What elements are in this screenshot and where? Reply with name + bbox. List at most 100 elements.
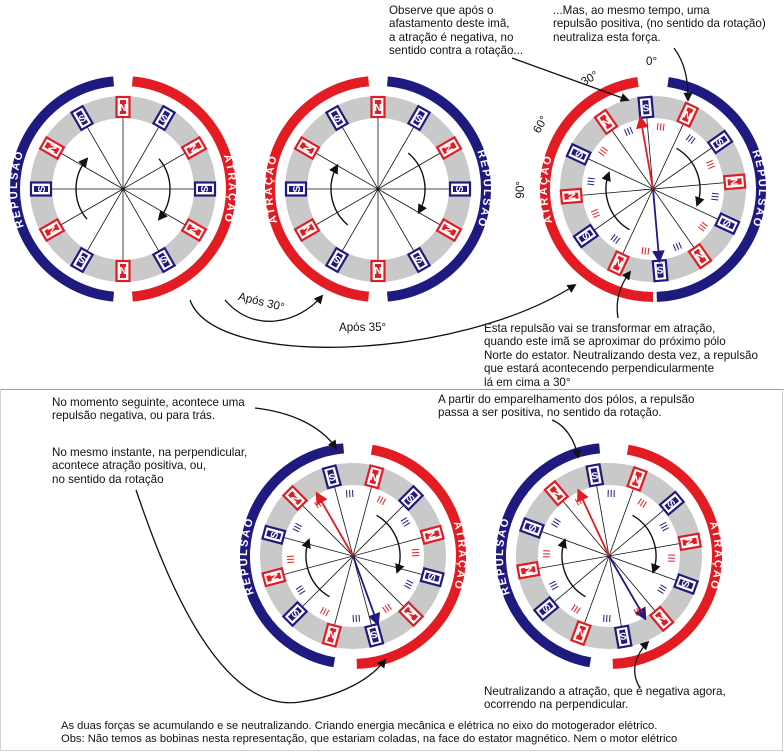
svg-text:ATRAÇÃO: ATRAÇÃO [451, 520, 468, 592]
south-magnet: S [281, 600, 309, 628]
rotation-arrow [75, 157, 89, 220]
north-magnet: N [419, 524, 445, 545]
svg-text:N: N [119, 264, 126, 275]
south-magnet: S [532, 595, 560, 622]
north-magnet: N [115, 95, 131, 119]
svg-text:N: N [269, 572, 281, 582]
rotation-arrow [632, 514, 661, 574]
svg-text:N: N [576, 625, 587, 638]
svg-text:S: S [158, 113, 170, 126]
connector-arrows [135, 47, 693, 704]
south-magnet: S [419, 567, 445, 588]
south-magnet: S [261, 524, 287, 545]
svg-text:N: N [681, 110, 692, 123]
north-magnet: N [293, 217, 321, 243]
svg-text:N: N [425, 530, 437, 540]
rotation-arrow [676, 147, 705, 207]
section-divider [0, 389, 784, 390]
angle-90: 90° [514, 180, 528, 199]
pointer-repulsion-positive [673, 47, 693, 102]
north-magnet: N [677, 532, 703, 552]
svg-text:S: S [332, 252, 344, 265]
north-magnet: N [261, 567, 287, 588]
svg-text:N: N [369, 472, 379, 484]
north-magnet: N [370, 259, 386, 283]
north-magnet: N [321, 622, 342, 648]
north-magnet: N [38, 135, 66, 161]
svg-text:S: S [77, 252, 89, 265]
south-magnet: S [658, 490, 686, 517]
south-magnet: S [565, 142, 592, 166]
rotation-arrow [407, 152, 427, 215]
force-arrow-blue [652, 188, 665, 264]
svg-text:N: N [441, 143, 454, 155]
rotation-arrow [376, 514, 405, 574]
rotation-arrow [301, 538, 330, 598]
stator-band [10, 76, 115, 302]
south-magnet: S [151, 104, 177, 132]
north-magnet: N [281, 484, 309, 512]
svg-text:N: N [727, 178, 739, 186]
stator-band [240, 443, 345, 668]
pointer-neutralizing [634, 640, 650, 689]
rotation-arrow [557, 538, 586, 598]
north-magnet: N [648, 605, 675, 633]
note-negative-repulsion: No momento seguinte, acontece uma repuls… [52, 396, 245, 423]
angle-0: 0° [646, 55, 658, 68]
south-magnet: S [397, 484, 425, 512]
rotation-arrow [329, 163, 349, 226]
svg-text:N: N [302, 223, 315, 235]
svg-text:S: S [413, 113, 425, 126]
north-magnet: N [543, 479, 570, 507]
svg-text:S: S [412, 252, 424, 265]
svg-text:N: N [613, 255, 624, 268]
south-magnet: S [364, 622, 385, 648]
south-magnet: S [151, 246, 177, 274]
svg-text:N: N [302, 143, 315, 155]
svg-text:S: S [424, 572, 436, 582]
south-magnet: S [714, 212, 741, 236]
south-magnet: S [284, 181, 308, 197]
svg-text:S: S [591, 471, 600, 483]
south-magnet: S [448, 181, 472, 197]
north-magnet: N [593, 108, 619, 136]
north-magnet: N [397, 600, 425, 628]
svg-text:N: N [47, 143, 60, 155]
rotation-arrow [601, 171, 630, 231]
south-magnet: S [321, 464, 342, 490]
svg-text:N: N [47, 223, 60, 235]
south-magnet: S [585, 462, 605, 488]
svg-text:S: S [269, 530, 281, 540]
note-becomes-attraction: Esta repulsão vai se transformar em atra… [484, 322, 758, 389]
north-magnet: N [364, 464, 385, 490]
north-magnet: N [180, 217, 208, 243]
svg-text:ATRAÇÃO: ATRAÇÃO [221, 153, 238, 225]
svg-text:N: N [682, 538, 694, 547]
pointer-alignment [551, 419, 582, 459]
note-positive-attraction: No mesmo instante, na perpendicular, aco… [52, 446, 248, 486]
stator-band [496, 443, 601, 668]
svg-text:S: S [642, 103, 650, 115]
south-magnet: S [406, 104, 432, 132]
spoke [77, 110, 169, 268]
svg-text:S: S [656, 263, 664, 275]
pointer-becomes-attraction [616, 270, 632, 319]
stator-band [265, 76, 370, 302]
north-magnet: N [559, 187, 584, 205]
arrow-after-35 [189, 284, 577, 348]
note-alignment: A partir do emparelhamento dos pólos, a … [438, 393, 695, 420]
note-repulsion-positive: ...Mas, ao mesmo tempo, uma repulsão pos… [553, 4, 766, 44]
svg-text:S: S [37, 185, 48, 192]
svg-text:S: S [292, 185, 303, 192]
footer-text: As duas forças se acumulando e se neutra… [61, 720, 678, 746]
pointer-positive-attraction [135, 489, 387, 704]
svg-text:N: N [374, 264, 381, 275]
svg-text:S: S [77, 113, 89, 126]
svg-text:S: S [332, 113, 344, 126]
spoke [332, 110, 424, 268]
